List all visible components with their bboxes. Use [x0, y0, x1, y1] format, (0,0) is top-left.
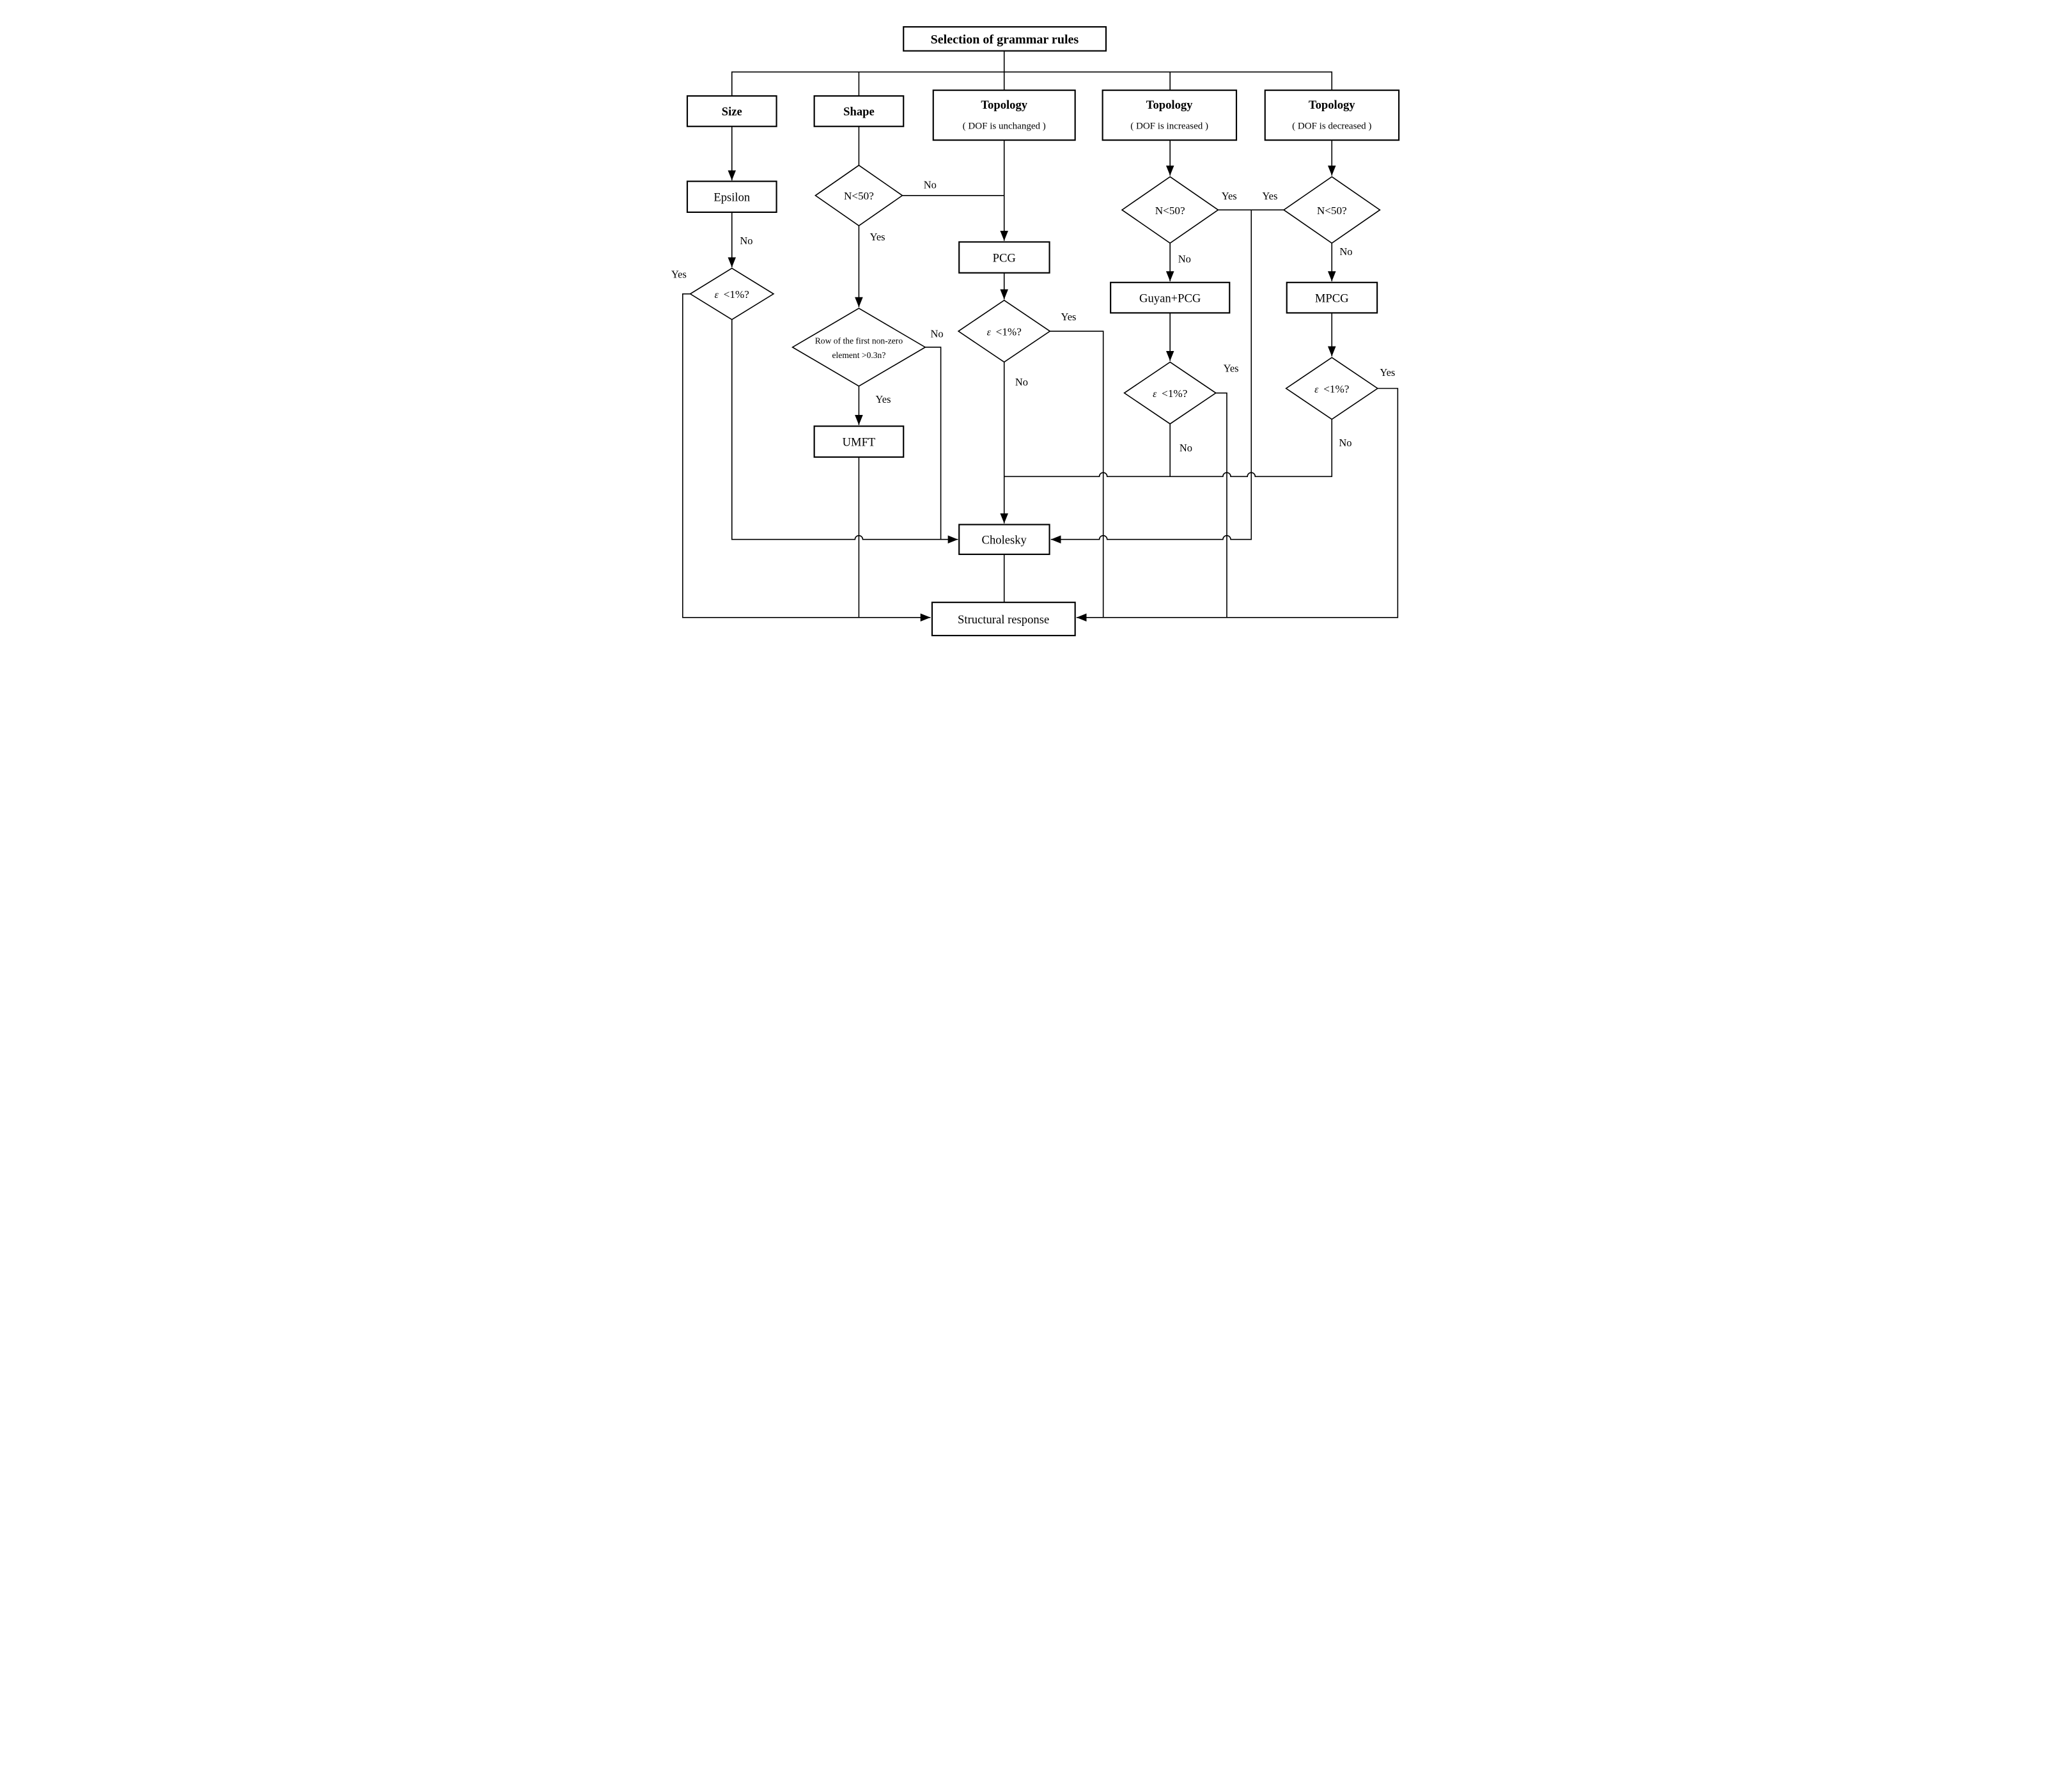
node-size: Size	[686, 95, 777, 127]
eps-increased-text: ε<1%?	[1153, 387, 1187, 400]
node-epsilon: Epsilon	[686, 180, 777, 213]
eps-size-diamond	[689, 267, 774, 320]
decision-eps-size: ε<1%?	[689, 267, 774, 320]
node-guyan-pcg: Guyan+PCG	[1109, 281, 1230, 314]
shape-label: Shape	[843, 105, 875, 119]
flowchart-canvas: No Yes No Yes No Yes Yes No Yes Yes No N…	[666, 0, 1407, 660]
edge-label-shape-n50-no: No	[923, 178, 936, 191]
decision-row-first-nonzero: Row of the first non-zero element >0.3n?	[791, 308, 926, 387]
eps-size-text: ε<1%?	[714, 288, 749, 300]
row-first-nonzero-diamond	[791, 308, 926, 387]
decision-n50-shape: N<50?	[814, 164, 903, 227]
pcg-label: PCG	[992, 252, 1015, 265]
umft-box	[813, 425, 904, 458]
n50-increased-diamond	[1121, 176, 1219, 244]
topology-unchanged-sublabel: ( DOF is unchanged )	[962, 121, 1045, 131]
topology-increased-sublabel: ( DOF is increased )	[1130, 121, 1208, 131]
n50-shape-text: N<50?	[844, 190, 874, 202]
row-first-nonzero-line2: element >0.3n?	[832, 350, 885, 360]
edge-eps-increased-yes	[1215, 392, 1227, 618]
node-umft: UMFT	[813, 425, 904, 458]
edge-label-row-yes: Yes	[875, 393, 891, 405]
edges	[682, 51, 1398, 622]
structural-response-box	[931, 602, 1076, 637]
topology-unchanged-box	[932, 90, 1076, 141]
decision-n50-increased: N<50?	[1121, 176, 1219, 244]
structural-response-label: Structural response	[958, 613, 1049, 627]
shape-box	[813, 95, 904, 127]
topology-unchanged-label: Topology	[981, 98, 1027, 112]
n50-shape-diamond	[814, 164, 903, 227]
edge-eps-size-yes-to-structural	[682, 293, 930, 622]
edge-label-n50-increased-yes: Yes	[1221, 190, 1236, 202]
epsilon-box	[686, 180, 777, 213]
n50-decreased-diamond	[1282, 176, 1381, 244]
topology-decreased-box	[1264, 90, 1399, 141]
cholesky-label: Cholesky	[981, 534, 1027, 547]
edge-row-no	[924, 347, 941, 540]
guyan-pcg-box	[1109, 281, 1230, 314]
umft-label: UMFT	[842, 436, 875, 449]
topology-increased-box	[1102, 90, 1237, 141]
node-shape: Shape	[813, 95, 904, 127]
row-first-nonzero-line1: Row of the first non-zero	[814, 336, 903, 346]
edge-label-n50-decreased-yes: Yes	[1262, 190, 1277, 202]
eps-unchanged-text: ε<1%?	[986, 325, 1021, 338]
decision-eps-increased: ε<1%?	[1123, 361, 1217, 425]
edge-top-bus	[731, 71, 1332, 97]
guyan-pcg-label: Guyan+PCG	[1139, 292, 1201, 306]
size-box	[686, 95, 777, 127]
edge-eps-unchanged-yes	[1049, 331, 1103, 618]
node-cholesky: Cholesky	[958, 524, 1050, 556]
n50-decreased-text: N<50?	[1316, 205, 1346, 217]
edge-label-guyan-eps-no: No	[1179, 442, 1192, 454]
edge-label-mpcg-eps-no: No	[1339, 437, 1351, 449]
edge-label-size-no: No	[740, 235, 752, 247]
mpcg-label: MPCG	[1314, 292, 1348, 306]
cholesky-box	[958, 524, 1050, 556]
edge-label-row-no: No	[930, 328, 943, 340]
decision-n50-decreased: N<50?	[1282, 176, 1381, 244]
node-topology-decreased: Topology ( DOF is decreased )	[1264, 90, 1399, 141]
node-topology-unchanged: Topology ( DOF is unchanged )	[932, 90, 1076, 141]
node-structural-response: Structural response	[931, 602, 1076, 637]
edge-eps-size-no-to-cholesky	[731, 319, 958, 544]
mpcg-box	[1286, 281, 1378, 314]
edge-n50-yes-to-cholesky	[1050, 210, 1252, 544]
edge-label-size-eps-yes: Yes	[671, 269, 686, 281]
topology-increased-label: Topology	[1146, 98, 1192, 112]
edge-label-n50-decreased-no: No	[1339, 246, 1352, 258]
topology-decreased-sublabel: ( DOF is decreased )	[1292, 121, 1371, 131]
pcg-box	[958, 241, 1050, 274]
title-label: Selection of grammar rules	[930, 33, 1079, 47]
edge-label-guyan-eps-yes: Yes	[1223, 362, 1238, 374]
size-label: Size	[721, 105, 742, 119]
eps-unchanged-diamond	[957, 299, 1051, 363]
edge-eps-decreased-yes-to-structural	[1076, 387, 1398, 622]
n50-increased-text: N<50?	[1155, 205, 1185, 217]
edge-label-pcg-eps-no: No	[1015, 376, 1027, 388]
eps-decreased-text: ε<1%?	[1314, 383, 1349, 395]
decision-eps-unchanged: ε<1%?	[957, 299, 1051, 363]
title-box	[902, 26, 1107, 52]
edge-no-merge-bus	[1004, 419, 1332, 478]
edge-label-n50-increased-no: No	[1178, 253, 1190, 265]
node-title: Selection of grammar rules	[902, 26, 1107, 52]
eps-decreased-diamond	[1284, 357, 1378, 420]
edge-label-mpcg-eps-yes: Yes	[1380, 366, 1395, 378]
eps-increased-diamond	[1123, 361, 1217, 425]
edge-label-pcg-eps-yes: Yes	[1061, 311, 1076, 323]
node-mpcg: MPCG	[1286, 281, 1378, 314]
epsilon-label: Epsilon	[713, 191, 751, 204]
edge-labels: No Yes No Yes No Yes Yes No Yes Yes No N…	[671, 178, 1394, 454]
edge-label-shape-n50-yes: Yes	[869, 231, 885, 243]
decision-eps-decreased: ε<1%?	[1284, 357, 1378, 420]
topology-decreased-label: Topology	[1308, 98, 1355, 112]
flowchart-svg: No Yes No Yes No Yes Yes No Yes Yes No N…	[671, 26, 1399, 637]
node-pcg: PCG	[958, 241, 1050, 274]
node-topology-increased: Topology ( DOF is increased )	[1102, 90, 1237, 141]
